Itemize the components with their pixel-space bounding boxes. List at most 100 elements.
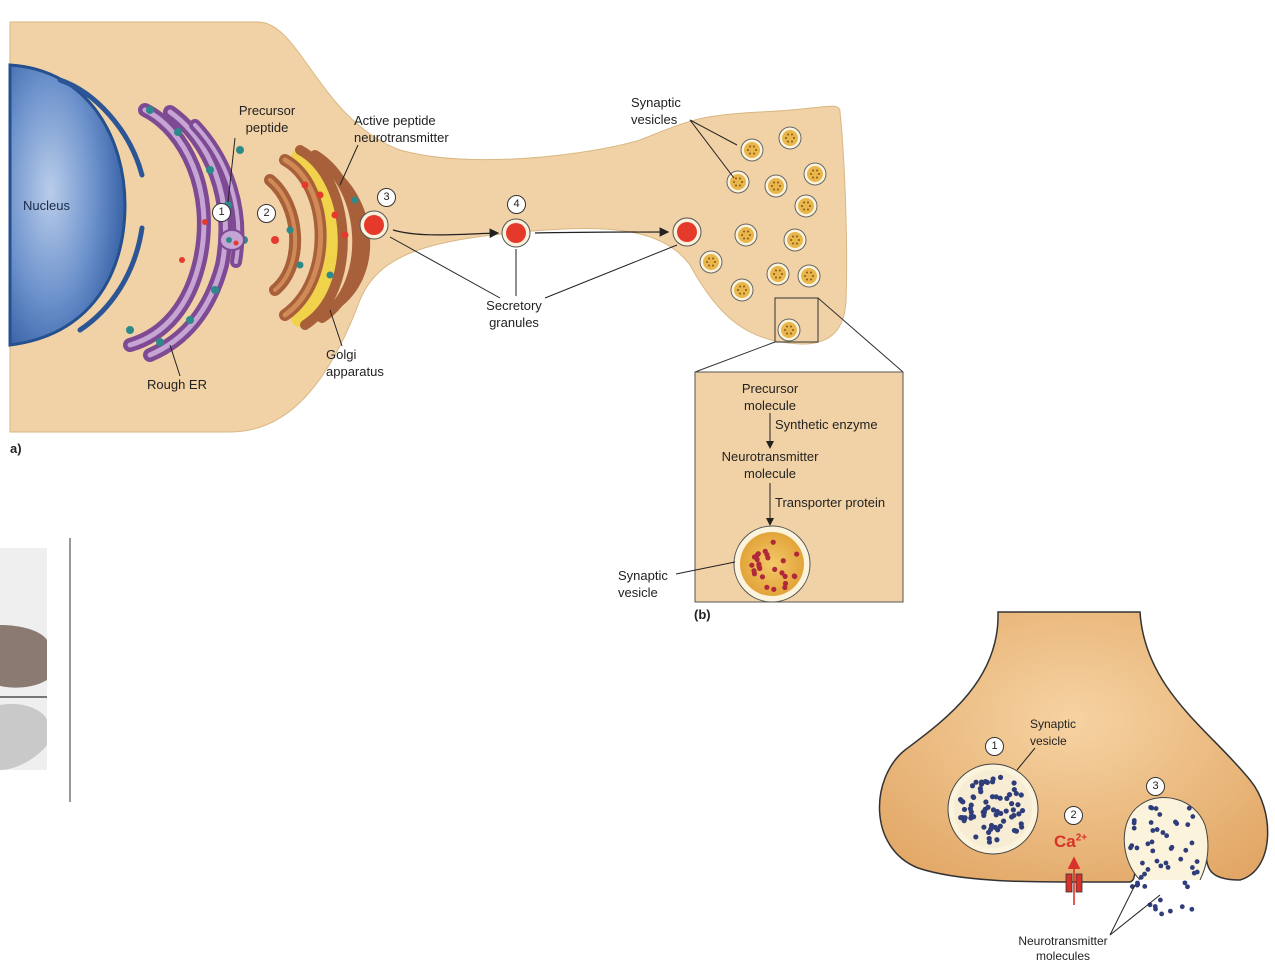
neurotransmitter-dot	[755, 551, 761, 557]
neurotransmitter-dot	[1163, 860, 1169, 866]
neurotransmitter-dot	[792, 573, 798, 580]
neurotransmitter-dot	[1006, 792, 1013, 798]
synaptic-vesicle-b-line-1: Synaptic	[618, 568, 668, 583]
neurotransmitter-dot	[1157, 897, 1163, 903]
golgi-line-2: apparatus	[326, 364, 384, 379]
rough-er	[123, 103, 248, 362]
neurotransmitter-dot	[1194, 869, 1200, 875]
neurotransmitter-dot	[780, 558, 786, 564]
neurotransmitter-dot	[1186, 805, 1192, 811]
neurotransmitter-dot	[1148, 820, 1154, 825]
golgi-label: Golgi apparatus	[326, 346, 384, 380]
neurotransmitter-dot	[1018, 792, 1024, 798]
step-2-badge: 2	[257, 204, 276, 223]
synaptic-vesicles-line-2: vesicles	[631, 112, 678, 127]
neurotransmitter-dot	[1164, 833, 1170, 839]
neurotransmitter-dot	[1185, 822, 1191, 828]
neurotransmitter-dot	[1019, 807, 1026, 814]
neurotransmitter-dot	[992, 824, 998, 830]
transport-arrow-2	[534, 227, 670, 237]
neurotransmitter-dot	[973, 779, 979, 785]
precursor-molecule-line-2: molecule	[743, 398, 797, 413]
neurotransmitter-dot	[770, 539, 776, 545]
neurotransmitter-dot	[1011, 786, 1017, 793]
neurotransmitter-dot	[1131, 818, 1137, 823]
neurotransmitter-dot	[1169, 844, 1175, 850]
precursor-peptide-line-2: peptide	[245, 120, 289, 135]
synaptic-vesicle-b-line-2: vesicle	[618, 585, 658, 600]
synaptic-vesicle-c-line-1: Synaptic	[1030, 717, 1077, 731]
synaptic-vesicle-label-b: Synaptic vesicle	[618, 567, 668, 601]
secretory-granules-line-2: granules	[489, 315, 539, 330]
neurotransmitter-dot	[1009, 801, 1015, 807]
synaptic-vesicle-c-line-2: vesicle	[1030, 734, 1067, 748]
neurotransmitter-dot	[984, 779, 990, 786]
neurotransmitter-dot	[998, 810, 1004, 817]
precursor-peptide-line-1: Precursor	[238, 103, 296, 118]
neurotransmitter-dot	[779, 570, 785, 576]
neurotransmitter-dot	[1000, 818, 1007, 824]
nt-molecules-line-1: Neurotransmitter	[1018, 934, 1108, 948]
neurotransmitter-dot	[782, 573, 788, 579]
neurotransmitter-dot	[1157, 812, 1163, 817]
neurotransmitter-dot	[1013, 790, 1019, 797]
synaptic-vesicles-line-1: Synaptic	[631, 95, 681, 110]
secretory-granules-label: Secretory granules	[478, 297, 550, 331]
secretory-granule-4	[501, 218, 531, 248]
neurotransmitter-dot	[970, 794, 976, 800]
neurotransmitter-dot	[990, 776, 996, 782]
neurotransmitter-dot	[1138, 874, 1144, 880]
neurotransmitter-dot	[1145, 866, 1151, 872]
neurotransmitter-dot	[1016, 811, 1022, 817]
neurotransmitter-dot	[981, 824, 987, 830]
neurotransmitter-dot	[962, 815, 968, 821]
neurotransmitter-dot	[961, 806, 968, 813]
step-c1-badge: 1	[985, 737, 1004, 756]
neurotransmitter-dot	[1013, 828, 1020, 834]
neurotransmitter-dot	[1183, 847, 1189, 853]
neurotransmitter-dot	[978, 789, 984, 795]
neurotransmitter-dot	[989, 794, 996, 800]
neurotransmitter-dot	[978, 779, 985, 785]
neurotransmitter-dot	[1149, 805, 1155, 811]
neurotransmitter-dot	[762, 548, 768, 554]
neurotransmitter-dot	[986, 839, 993, 845]
neurotransmitter-dot	[994, 837, 1000, 843]
neurotransmitter-dot	[1142, 871, 1147, 877]
neurotransmitter-dot	[1178, 856, 1184, 862]
neurotransmitter-dot	[1182, 880, 1188, 886]
transporter-protein-label: Transporter protein	[775, 495, 886, 510]
neurotransmitter-dot	[997, 795, 1003, 801]
neurotransmitter-dot	[1194, 859, 1200, 864]
panel-b	[675, 371, 904, 603]
neurotransmitter-molecule-line-2: molecule	[743, 466, 797, 481]
neurotransmitter-dot	[749, 562, 755, 568]
neurotransmitter-dot	[1159, 911, 1165, 917]
neurotransmitter-dot	[771, 586, 777, 592]
neurotransmitter-dot	[1179, 904, 1185, 910]
panel-c	[878, 611, 1269, 936]
neurotransmitter-dot	[997, 774, 1004, 780]
neurotransmitter-dot	[782, 584, 788, 591]
neurotransmitter-dot	[754, 556, 760, 563]
neurotransmitter-dot	[1189, 865, 1195, 870]
neurotransmitter-molecule-line-1: Neurotransmitter	[721, 449, 819, 464]
secretory-granule-3	[359, 210, 389, 240]
neurotransmitter-dot	[1154, 827, 1160, 832]
neurotransmitter-dot	[756, 563, 762, 570]
neurotransmitter-dot	[1185, 884, 1190, 890]
zoomed-synaptic-vesicle	[733, 525, 811, 603]
neurotransmitter-dot	[759, 574, 766, 580]
neurotransmitter-dot	[764, 584, 770, 590]
transport-arrow-1	[392, 228, 500, 239]
neurotransmitter-dot	[1174, 821, 1180, 826]
neurotransmitter-dot	[1128, 845, 1133, 851]
neurotransmitter-dot	[1160, 830, 1166, 835]
neurotransmitter-dot	[772, 566, 778, 573]
panel-b-letter: (b)	[694, 607, 711, 622]
nt-molecules-line-2: molecules	[1035, 949, 1091, 963]
panel-a	[8, 21, 904, 433]
photo-fragment	[0, 538, 71, 802]
calcium-symbol: Ca	[1054, 832, 1076, 851]
calcium-charge: 2+	[1075, 832, 1088, 844]
